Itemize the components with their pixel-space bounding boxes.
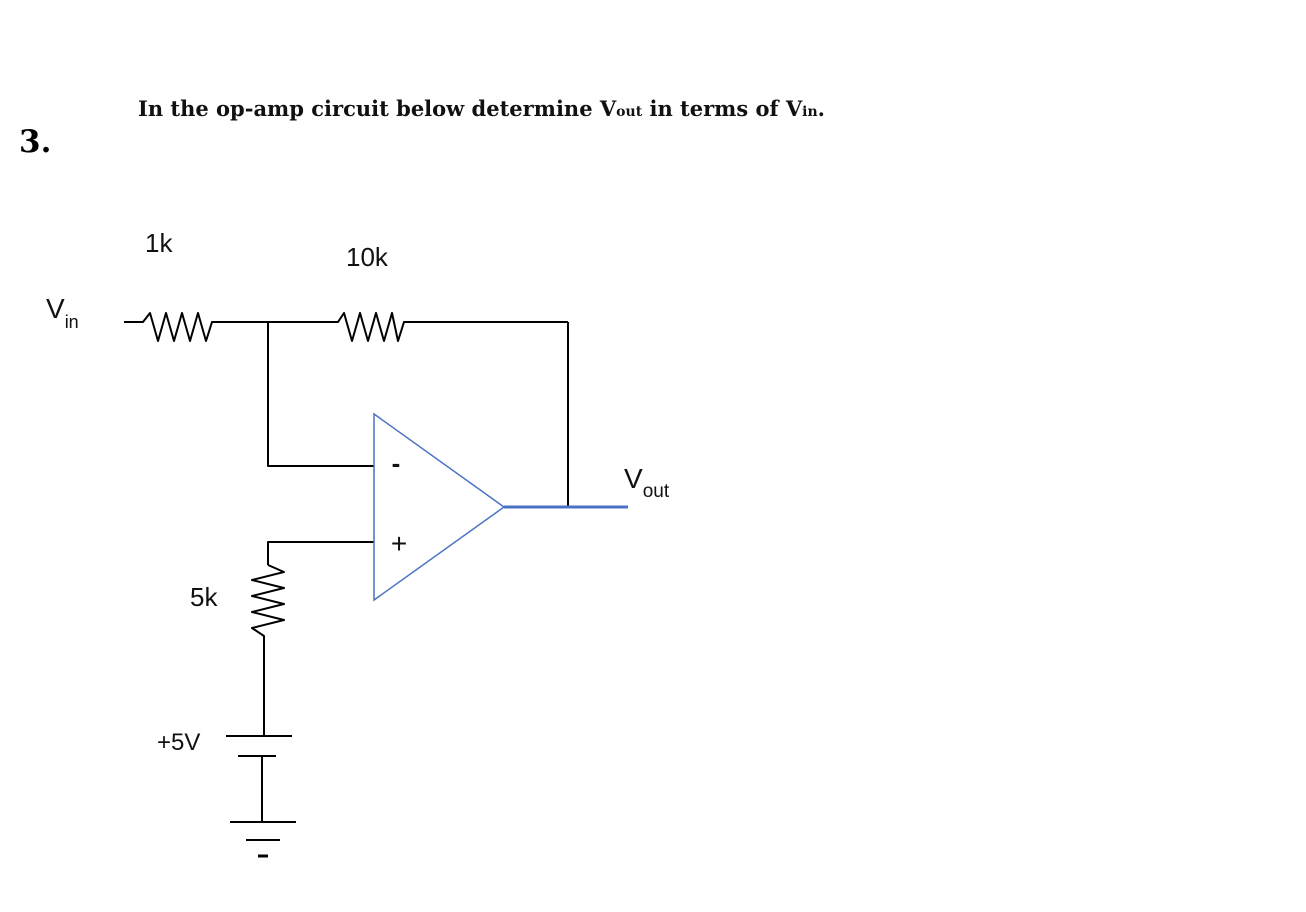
rf-label: 10k: [346, 242, 389, 272]
prompt-sub-in: in: [802, 104, 818, 120]
wire-noninverting-input: [267, 541, 374, 565]
output-label-sub: out: [643, 481, 670, 502]
input-label-base: V: [46, 293, 65, 324]
resistor-r3: [251, 564, 285, 660]
question-prompt: In the op-amp circuit below determine Vo…: [138, 96, 825, 121]
opamp-plus-sign: +: [391, 528, 407, 559]
prompt-text-1: In the op-amp circuit below determine V: [138, 96, 617, 121]
prompt-sub-out: out: [616, 104, 643, 120]
output-label: Vout: [624, 463, 670, 502]
prompt-text-2: in terms of V: [642, 96, 803, 121]
r1-label: 1k: [145, 228, 173, 258]
circuit-wires: [124, 312, 569, 858]
question-number: 3.: [19, 124, 52, 160]
prompt-text-3: .: [817, 96, 825, 121]
supply-label: +5V: [157, 729, 200, 756]
opamp-minus-sign: -: [392, 448, 401, 478]
op-amp-symbol: [373, 412, 506, 602]
resistor-rf: [268, 312, 568, 342]
input-label-sub: in: [65, 312, 79, 332]
r3-label: 5k: [190, 582, 218, 612]
input-label: Vin: [46, 293, 79, 332]
wire-inverting-input: [267, 322, 374, 467]
output-label-base: V: [624, 463, 643, 494]
resistor-r1: [124, 312, 268, 342]
